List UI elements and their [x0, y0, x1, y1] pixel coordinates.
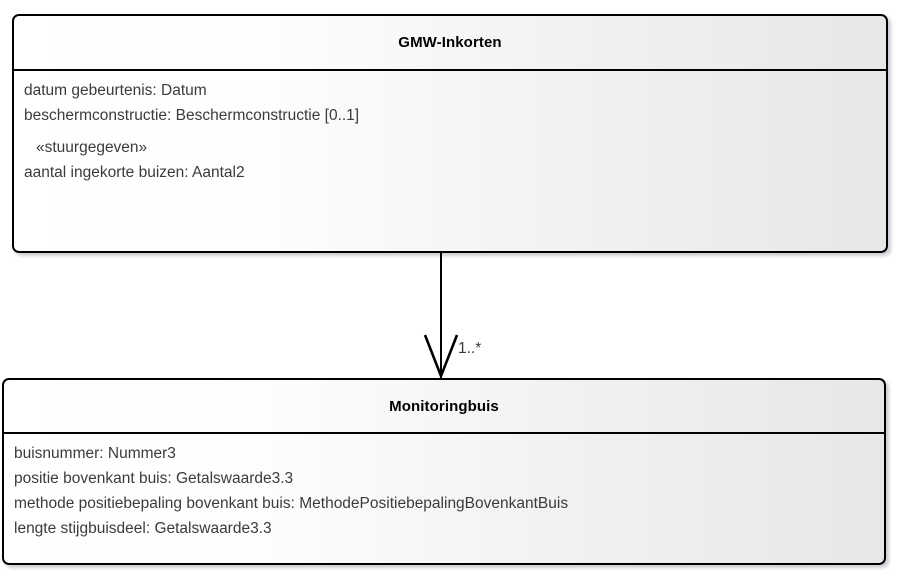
- uml-attribute: methode positiebepaling bovenkant buis: …: [14, 495, 569, 512]
- association-line: [440, 253, 442, 380]
- association-arrowhead-icon: [423, 334, 459, 379]
- uml-class-header: Monitoringbuis: [4, 380, 884, 434]
- uml-class-monitoringbuis[interactable]: Monitoringbuis buisnummer: Nummer3 posit…: [2, 378, 886, 565]
- uml-stereotype: «stuurgegeven»: [36, 139, 148, 156]
- uml-attribute: datum gebeurtenis: Datum: [24, 82, 207, 99]
- uml-attribute: beschermconstructie: Beschermconstructie…: [24, 107, 360, 124]
- uml-attribute: buisnummer: Nummer3: [14, 445, 176, 462]
- uml-class-gmw-inkorten[interactable]: GMW-Inkorten datum gebeurtenis: Datum be…: [12, 14, 888, 253]
- uml-attribute: aantal ingekorte buizen: Aantal2: [24, 164, 245, 181]
- uml-class-header: GMW-Inkorten: [14, 16, 886, 71]
- uml-attribute-compartment: datum gebeurtenis: Datum beschermconstru…: [14, 71, 886, 185]
- association-multiplicity-label: 1..*: [458, 340, 482, 357]
- uml-attribute-compartment: buisnummer: Nummer3 positie bovenkant bu…: [4, 434, 884, 541]
- uml-attribute: lengte stijgbuisdeel: Getalswaarde3.3: [14, 520, 272, 537]
- uml-class-title: GMW-Inkorten: [398, 34, 502, 51]
- uml-attribute: positie bovenkant buis: Getalswaarde3.3: [14, 470, 294, 487]
- uml-class-title: Monitoringbuis: [389, 397, 499, 415]
